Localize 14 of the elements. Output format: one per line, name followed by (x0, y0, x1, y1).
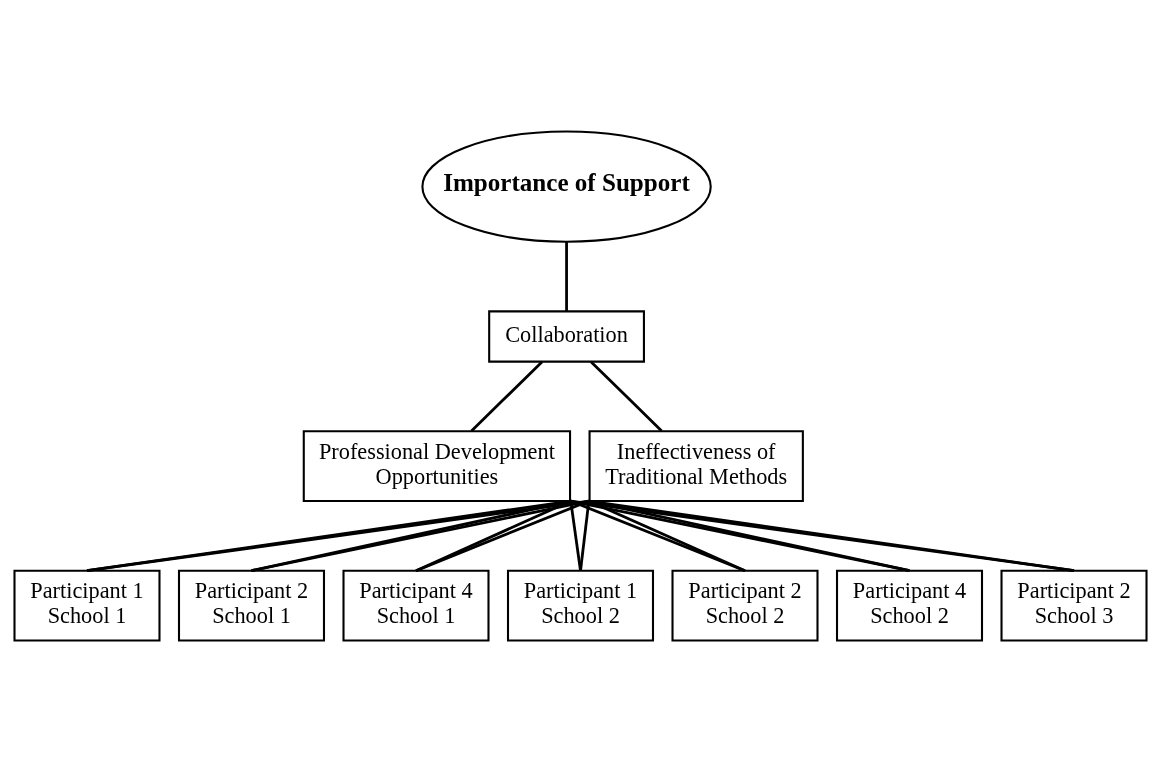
node-box: Collaboration (488, 309, 645, 363)
connector (565, 241, 568, 311)
node-box: Participant 2 School 1 (177, 569, 326, 641)
node-box: Participant 1 School 1 (13, 569, 161, 641)
node-box: Participant 2 School 3 (1000, 569, 1148, 641)
node-ellipse: Importance of Support (421, 130, 712, 243)
node-box: Ineffectiveness of Traditional Methods (588, 429, 804, 502)
node-box: Participant 4 School 2 (835, 569, 984, 641)
connector (589, 360, 663, 432)
node-box: Participant 4 School 1 (342, 569, 490, 641)
node-box: Participant 1 School 2 (506, 569, 655, 641)
node-box: Participant 2 School 2 (671, 569, 819, 641)
connector (470, 360, 544, 432)
node-box: Professional Development Opportunities (302, 429, 572, 502)
